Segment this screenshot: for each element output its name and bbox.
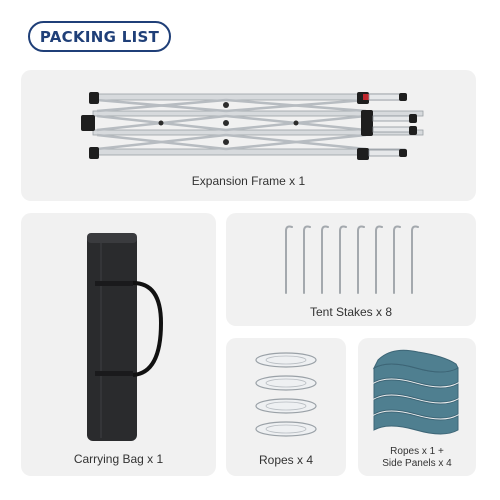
tent-stakes-image [285, 225, 419, 294]
ropes-label: Ropes x 4 [258, 453, 314, 467]
tent-stakes-card: Tent Stakes x 8 [226, 213, 476, 326]
ropes-card: Ropes x 4 [226, 338, 346, 476]
expansion-frame-label: Expansion Frame x 1 [191, 174, 306, 188]
side-panels-image [372, 349, 459, 435]
expansion-frame-card: Expansion Frame x 1 [21, 70, 476, 201]
side-panels-label-line1: Ropes x 1 + [390, 446, 444, 457]
page-title-text: PACKING LIST [39, 27, 160, 46]
carrying-bag-image [87, 233, 164, 441]
side-panels-label-line2: Side Panels x 4 [382, 458, 452, 469]
carrying-bag-label: Carrying Bag x 1 [73, 452, 164, 466]
ropes-image [255, 352, 317, 437]
side-panels-card: Ropes x 1 + Side Panels x 4 [358, 338, 476, 476]
tent-stakes-label: Tent Stakes x 8 [309, 305, 393, 319]
expansion-frame-image [81, 92, 424, 160]
carrying-bag-card: Carrying Bag x 1 [21, 213, 216, 476]
page-title: PACKING LIST [28, 21, 171, 52]
